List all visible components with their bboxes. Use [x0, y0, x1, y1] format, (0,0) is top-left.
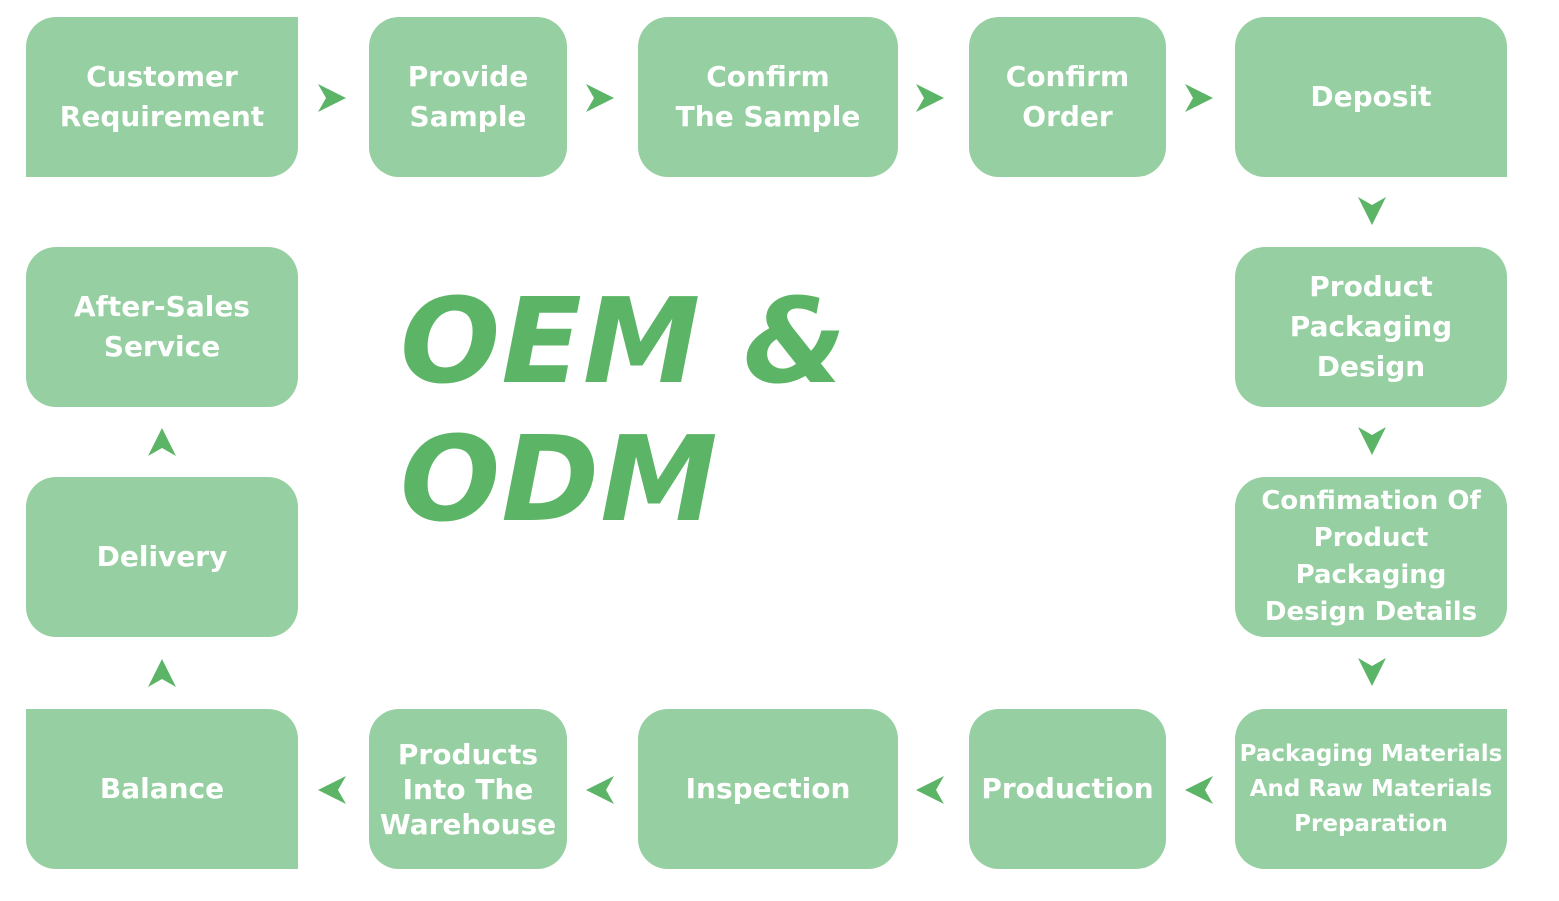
step-inspection: Inspection [638, 709, 898, 869]
step-confirm-the-sample: Confirm The Sample [638, 17, 898, 177]
step-production: Production [969, 709, 1166, 869]
arrow-left-icon [914, 774, 946, 806]
arrow-left-icon [584, 774, 616, 806]
step-balance: Balance [26, 709, 298, 869]
step-provide-sample: Provide Sample [369, 17, 567, 177]
diagram-title: OEM & ODM [400, 272, 848, 548]
arrow-right-icon [914, 82, 946, 114]
step-confirm-order: Confirm Order [969, 17, 1166, 177]
step-after-sales-service: After-Sales Service [26, 247, 298, 407]
arrow-left-icon [316, 774, 348, 806]
arrow-down-icon [1356, 195, 1388, 227]
arrow-left-icon [1183, 774, 1215, 806]
arrow-up-icon [146, 657, 178, 689]
arrow-right-icon [1183, 82, 1215, 114]
step-deposit: Deposit [1235, 17, 1507, 177]
step-materials-preparation: Packaging Materials And Raw Materials Pr… [1235, 709, 1507, 869]
step-products-into-warehouse: Products Into The Warehouse [369, 709, 567, 869]
step-delivery: Delivery [26, 477, 298, 637]
step-customer-requirement: Customer Requirement [26, 17, 298, 177]
arrow-right-icon [316, 82, 348, 114]
arrow-up-icon [146, 426, 178, 458]
arrow-down-icon [1356, 425, 1388, 457]
step-product-packaging-design: Product Packaging Design [1235, 247, 1507, 407]
arrow-right-icon [584, 82, 616, 114]
arrow-down-icon [1356, 656, 1388, 688]
step-confirmation-of-design-details: Confimation Of Product Packaging Design … [1235, 477, 1507, 637]
